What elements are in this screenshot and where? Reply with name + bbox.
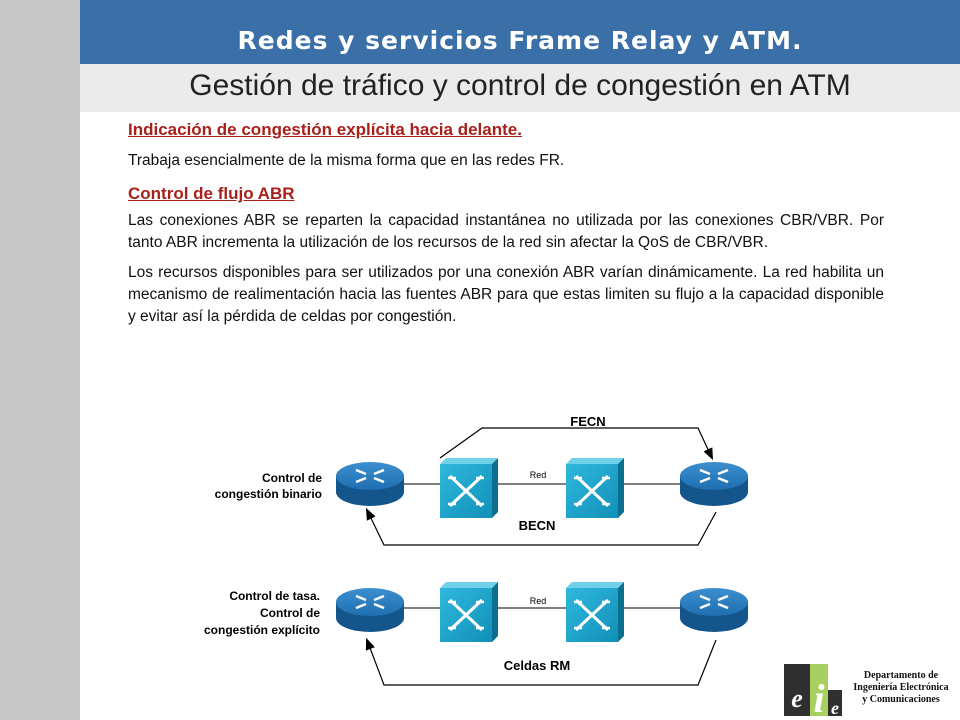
section-heading-fecn: Indicación de congestión explícita hacia… (128, 120, 522, 139)
svg-text:e: e (831, 698, 839, 718)
svg-text:i: i (813, 676, 824, 720)
network-label: Red (530, 470, 547, 480)
section-text-fecn: Trabaja esencialmente de la misma forma … (128, 152, 565, 169)
router-icon (680, 462, 748, 506)
diagram-label-line1: Control de (262, 471, 322, 485)
diagram-label-line1: Control de tasa. (229, 589, 320, 603)
dept-line: y Comunicaciones (862, 694, 940, 705)
section-text-abr-1: Las conexiones ABR se reparten la capaci… (128, 212, 884, 251)
router-icon (336, 588, 404, 632)
section-text-abr-2: Los recursos disponibles para ser utiliz… (128, 264, 884, 325)
diagram-binary-congestion: FECN BECN Red Control de congestión bina… (215, 414, 748, 546)
dept-line: Departamento de (863, 670, 939, 681)
fecn-label: FECN (570, 414, 605, 429)
left-sidebar (0, 0, 80, 720)
diagram-label-line2: Control de (260, 606, 320, 620)
network-label: Red (530, 596, 547, 606)
becn-label: BECN (519, 518, 556, 533)
atm-switch-icon (566, 458, 624, 518)
router-icon (336, 462, 404, 506)
rm-cells-label: Celdas RM (504, 658, 570, 673)
diagram-explicit-congestion: Celdas RM Red Control de tasa. Control d… (204, 582, 748, 686)
dept-line: Ingeniería Electrónica (853, 682, 949, 693)
subtitle-bar: Gestión de tráfico y control de congesti… (80, 64, 960, 112)
router-icon (680, 588, 748, 632)
diagram-label-line2: congestión binario (215, 487, 322, 501)
atm-switch-icon (440, 458, 498, 518)
atm-switch-icon (566, 582, 624, 642)
becn-arrow (365, 507, 717, 546)
section-heading-abr: Control de flujo ABR (128, 184, 295, 203)
diagram-label-line3: congestión explícito (204, 623, 320, 637)
svg-text:e: e (791, 684, 803, 713)
atm-switch-icon (440, 582, 498, 642)
fecn-arrow (439, 427, 714, 461)
content-area: Indicación de congestión explícita hacia… (128, 118, 884, 328)
page-subtitle: Gestión de tráfico y control de congesti… (189, 69, 851, 102)
header-bar: Redes y servicios Frame Relay y ATM. (80, 0, 960, 64)
page-title: Redes y servicios Frame Relay y ATM. (237, 26, 803, 55)
department-name: Departamento de Ingeniería Electrónica y… (842, 670, 960, 706)
eie-logo: e i e (784, 664, 842, 720)
rm-cells-arrow (365, 637, 717, 686)
